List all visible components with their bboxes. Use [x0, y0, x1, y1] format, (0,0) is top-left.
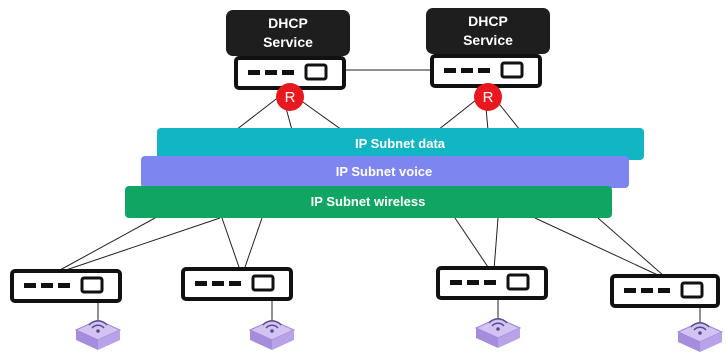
subnet-wireless-label: IP Subnet wireless: [311, 194, 426, 209]
router-badge-right-label: R: [483, 89, 494, 106]
switch-device-icon: [610, 274, 720, 308]
router-badge-left-label: R: [285, 89, 296, 106]
switch-device-icon: [436, 266, 548, 300]
subnet-wireless-band: [125, 186, 612, 218]
dhcp-service-right-line2: Service: [463, 32, 513, 48]
subnet-voice-label: IP Subnet voice: [336, 164, 433, 179]
subnet-voice: IP Subnet voice: [141, 156, 629, 188]
link-right-router-2: [485, 107, 489, 131]
wireless-access-point-icon: [474, 317, 522, 348]
link-sw2-a: [221, 217, 241, 271]
router-badge-right: R: [474, 83, 502, 111]
switch-device-icon: [181, 267, 293, 301]
switch-device-icon: [10, 269, 122, 303]
subnet-data-band: [157, 128, 644, 160]
link-sw1-a: [59, 217, 156, 271]
dhcp-service-right: DHCP Service: [426, 8, 550, 54]
dhcp-service-left-line1: DHCP: [268, 15, 308, 31]
link-left-router-1: [235, 95, 281, 131]
wireless-access-point-icon: [676, 321, 724, 352]
dhcp-service-right-box: [426, 8, 550, 54]
link-right-router-1: [437, 99, 477, 131]
link-sw4-a: [534, 217, 661, 277]
subnet-data-label: IP Subnet data: [355, 136, 446, 151]
wireless-access-point-icon: [74, 319, 122, 350]
link-sw3-a: [454, 217, 491, 271]
wireless-access-point-icon: [248, 319, 296, 350]
dhcp-service-left: DHCP Service: [226, 10, 350, 56]
dhcp-service-left-line2: Service: [263, 34, 313, 50]
link-sw1-b: [65, 217, 221, 271]
connection-lines: [59, 69, 701, 326]
subnet-wireless: IP Subnet wireless: [125, 186, 612, 218]
subnet-voice-band: [141, 156, 629, 188]
subnet-data: IP Subnet data: [157, 128, 644, 160]
link-left-router-2: [285, 107, 293, 131]
router-device-icon: [430, 54, 542, 88]
link-sw2-b: [243, 217, 263, 271]
link-right-router-3: [495, 99, 521, 131]
link-sw4-b: [597, 217, 665, 277]
dhcp-service-left-box: [226, 10, 350, 56]
dhcp-service-right-line1: DHCP: [468, 13, 508, 29]
router-badge-left: R: [276, 83, 304, 111]
link-left-router-3: [299, 99, 343, 131]
link-sw3-b: [493, 217, 499, 271]
